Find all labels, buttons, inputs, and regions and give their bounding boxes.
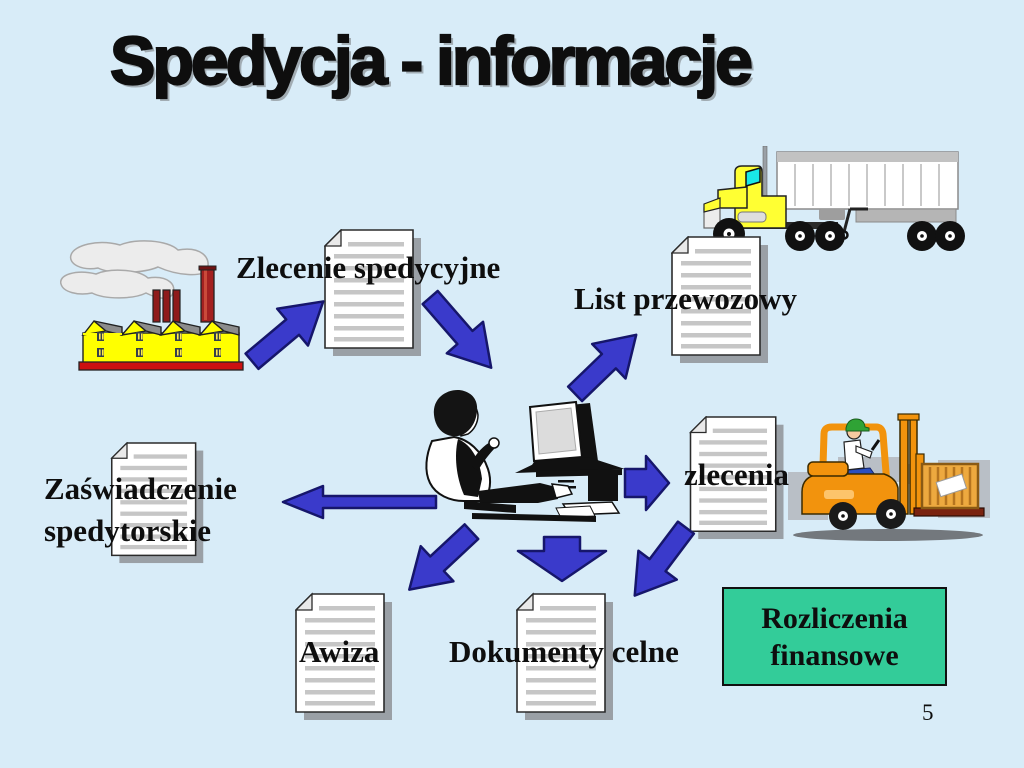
forwarding-order-document-icon — [324, 229, 422, 357]
label-advice-note: Awiza — [299, 634, 380, 669]
label-customs-documents: Dokumenty celne — [449, 634, 679, 669]
flow-arrow-operator-to-customs — [516, 535, 608, 583]
page-title: Spedycja - informacje — [109, 22, 754, 100]
page-number: 5 — [922, 700, 934, 725]
forklift-icon — [788, 413, 990, 541]
truck-icon — [703, 146, 965, 251]
flow-arrow-factory-to-order — [244, 300, 325, 371]
label-certificate-line1: Zaświadczenie — [44, 471, 237, 506]
flow-arrow-order-to-operator — [421, 289, 493, 369]
settlement-line2: finansowe — [770, 638, 899, 672]
label-forwarding-order: Zlecenie spedycyjne — [236, 250, 501, 285]
flow-arrow-operator-to-orders — [623, 454, 671, 512]
label-waybill: List przewozowy — [574, 281, 797, 316]
label-certificate: Zaświadczenie spedytorskie — [44, 468, 237, 552]
factory-icon — [60, 240, 244, 371]
flow-arrow-orders-to-customs — [633, 520, 696, 597]
flow-arrow-operator-to-advice — [408, 523, 480, 591]
financial-settlement-box: Rozliczenia finansowe — [722, 587, 947, 686]
computer-operator-icon — [425, 390, 625, 522]
settlement-line1: Rozliczenia — [761, 601, 908, 635]
flow-arrow-operator-to-certificate — [281, 484, 438, 520]
flow-arrow-operator-to-waybill — [566, 333, 638, 403]
label-orders: zlecenia — [684, 457, 790, 492]
label-certificate-line2: spedytorskie — [44, 513, 212, 548]
